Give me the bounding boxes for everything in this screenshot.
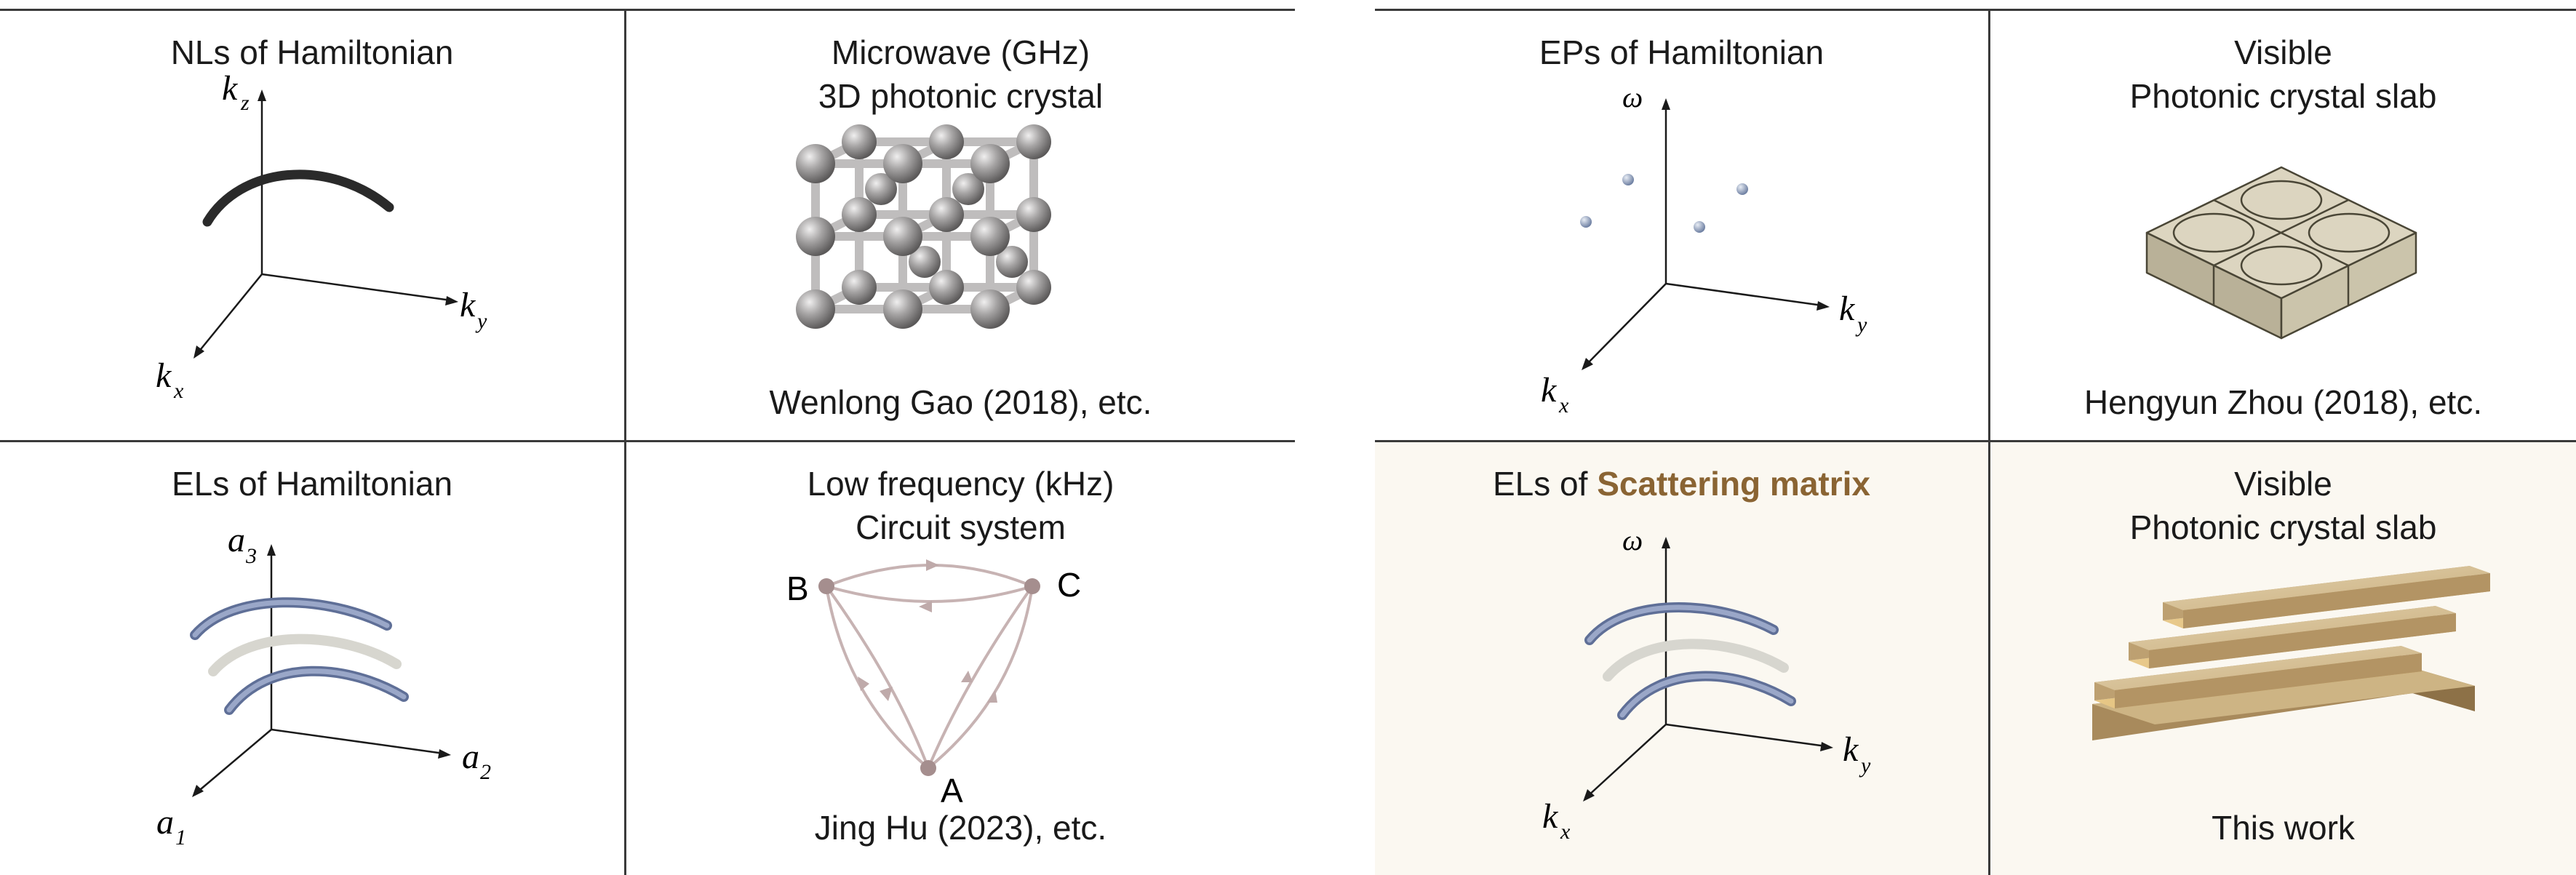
cell-grating-slab: Visible Photonic crystal slab [1990, 442, 2576, 875]
exceptional-line [1617, 671, 1796, 720]
top-border [0, 9, 1295, 11]
exceptional-line [1584, 602, 1779, 645]
exceptional-line-axes: a 3 a 2 a 1 [156, 521, 491, 850]
column-divider [624, 9, 626, 875]
cell-el-hamiltonian: ELs of Hamiltonian a 3 a 2 a 1 [0, 442, 624, 875]
kz-subscript: z [240, 91, 250, 115]
cell-ep-hamiltonian: EPs of Hamiltonian ω [1375, 11, 1988, 440]
omega-label: ω [1622, 524, 1643, 556]
a1-label: a [156, 803, 174, 842]
kx-subscript: x [1558, 393, 1569, 417]
kx-label: k [1541, 371, 1558, 409]
cell-el-scattering-matrix: ELs of Scattering matrix ω k y k x [1375, 442, 1988, 875]
cell-title: NLs of Hamiltonian [170, 33, 454, 71]
cell-title: ELs of Scattering matrix [1375, 462, 1988, 506]
reference-caption: Jing Hu (2023), etc. [814, 809, 1107, 847]
cell-title-line2: 3D photonic crystal [818, 77, 1104, 115]
cell-title: EPs of Hamiltonian [1539, 33, 1825, 71]
column-divider [1988, 9, 1990, 875]
exceptional-line [190, 597, 392, 640]
cell-microwave-crystal: Microwave (GHz) 3D photonic crystal [626, 11, 1295, 440]
exceptional-line [224, 666, 409, 715]
ky-label: k [1843, 730, 1859, 769]
photonic-slab-holes [2145, 166, 2417, 340]
ky-subscript: y [475, 309, 487, 333]
node-c-label: C [1057, 566, 1081, 604]
exceptional-point-axes: ω k y k x [1541, 81, 1867, 417]
reference-caption: This work [2212, 809, 2355, 847]
exceptional-line [226, 668, 407, 713]
right-panel: EPs of Hamiltonian ω [1375, 0, 2576, 875]
a3-subscript: 3 [245, 544, 257, 568]
nodal-line [202, 169, 394, 227]
ky-label: k [460, 286, 476, 324]
reference-caption: Hengyun Zhou (2018), etc. [2083, 383, 2483, 421]
kx-label: k [1542, 797, 1559, 836]
ky-subscript: y [1859, 754, 1871, 778]
exceptional-line [1587, 604, 1777, 643]
kx-label: k [156, 356, 172, 395]
left-panel: NLs of Hamiltonian k z k y k x Microwave… [0, 9, 1295, 875]
cell-title-line1: Low frequency (kHz) [807, 465, 1114, 503]
exceptional-point [1694, 221, 1705, 233]
nodal-line-axes: k z k y k x [156, 69, 487, 403]
cell-circuit-system: Low frequency (kHz) Circuit system [626, 442, 1295, 875]
exceptional-line [1619, 674, 1794, 718]
scattering-el-axes: ω k y k x [1542, 524, 1871, 844]
exceptional-line [208, 634, 402, 676]
top-border [1375, 9, 2576, 11]
exceptional-point [1580, 216, 1592, 228]
exceptional-line [192, 599, 390, 638]
exceptional-point [1622, 174, 1634, 185]
cell-slab-holes: Visible Photonic crystal slab Hengyun Zh… [1990, 11, 2576, 440]
a2-label: a [462, 738, 479, 776]
node-a-label: A [941, 772, 963, 810]
ky-subscript: y [1855, 313, 1867, 337]
cell-nl-hamiltonian: NLs of Hamiltonian k z k y k x [0, 11, 624, 440]
a3-label: a [228, 521, 245, 559]
cell-title-line1: Visible [2234, 33, 2332, 71]
kx-subscript: x [173, 379, 184, 403]
title-prefix: ELs of [1493, 465, 1598, 503]
cell-title-line2: Photonic crystal slab [2129, 77, 2437, 115]
title-accent: Scattering matrix [1597, 465, 1870, 503]
omega-label: ω [1622, 81, 1643, 113]
cell-title-line2: Circuit system [856, 508, 1066, 546]
node-b-label: B [786, 570, 809, 607]
middle-border [0, 440, 1295, 442]
exceptional-line [1603, 639, 1789, 682]
reference-caption: Wenlong Gao (2018), etc. [769, 383, 1152, 421]
exceptional-point [1736, 183, 1748, 195]
kz-label: k [222, 69, 239, 108]
middle-border [1375, 440, 2576, 442]
ky-label: k [1839, 289, 1856, 328]
cell-title-line2: Photonic crystal slab [2129, 508, 2437, 546]
a1-subscript: 1 [175, 826, 186, 850]
cell-title-line1: Microwave (GHz) [831, 33, 1090, 71]
photonic-crystal-lattice [796, 124, 1051, 329]
cell-title: ELs of Hamiltonian [171, 465, 453, 503]
cell-title-line1: Visible [2234, 465, 2332, 503]
kx-subscript: x [1560, 820, 1571, 844]
a2-subscript: 2 [480, 760, 491, 784]
grating-slab [2092, 566, 2490, 740]
circuit-diagram: B C A [786, 559, 1081, 810]
